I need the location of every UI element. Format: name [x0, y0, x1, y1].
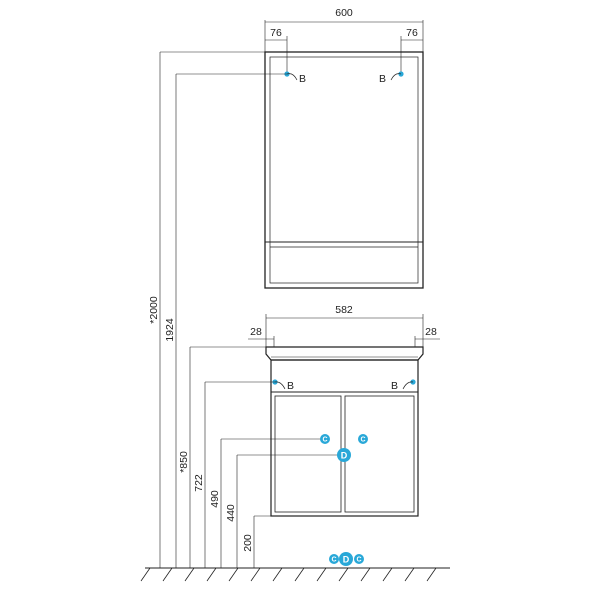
drain-label: D [341, 451, 348, 461]
floor-cold-water-left-label: C [331, 557, 336, 564]
height-200-label: 200 [242, 534, 254, 552]
floor [140, 567, 450, 582]
floor-drain-label: D [343, 555, 350, 565]
height-1924-label: 1924 [164, 318, 176, 342]
cold-water-left-marker [320, 434, 330, 444]
floor-cold-water-left-marker [329, 554, 339, 564]
vanity-width-dimension: 582 [265, 304, 424, 347]
height-labels: *2000 1924 *850 722 490 440 200 [148, 296, 254, 552]
cold-water-right-label: C [360, 437, 365, 444]
vanity-mount-points: B B [272, 379, 416, 392]
vanity-right-door [344, 395, 415, 513]
vanity-left-inset-label: 28 [250, 326, 262, 338]
cold-water-left-label: C [322, 437, 327, 444]
mirror-cabinet [264, 51, 424, 289]
cold-water-right-marker [358, 434, 368, 444]
floor-cold-water-right-label: C [356, 557, 361, 564]
drain-marker [337, 448, 351, 462]
vanity-width-label: 582 [335, 304, 353, 316]
vanity-left-mount-label: B [287, 380, 294, 392]
cabinet-width-label: 600 [335, 7, 353, 19]
height-dimensions [159, 51, 344, 568]
vanity-right-mount-label: B [391, 380, 398, 392]
height-850-label: *850 [178, 451, 190, 473]
vanity-right-inset-label: 28 [425, 326, 437, 338]
height-2000-label: *2000 [148, 296, 160, 324]
cabinet-width-dimension: 600 [264, 7, 424, 52]
vanity-inset-dimensions: 28 28 [248, 326, 440, 347]
floor-drain-marker [339, 552, 353, 566]
cabinet-inset-dimensions: 76 76 [265, 27, 423, 74]
cabinet-right-inset-label: 76 [406, 27, 418, 39]
cabinet-mount-points: B B [284, 71, 404, 85]
height-722-label: 722 [193, 474, 205, 492]
vanity-unit [265, 346, 424, 517]
height-490-label: 490 [209, 490, 221, 508]
cabinet-right-mount-label: B [379, 73, 386, 85]
floor-cold-water-right-marker [354, 554, 364, 564]
vanity-left-door [274, 395, 342, 513]
cabinet-left-mount-label: B [299, 73, 306, 85]
cabinet-left-inset-label: 76 [270, 27, 282, 39]
height-440-label: 440 [225, 504, 237, 522]
connection-markers: C C D C D C [320, 434, 368, 566]
